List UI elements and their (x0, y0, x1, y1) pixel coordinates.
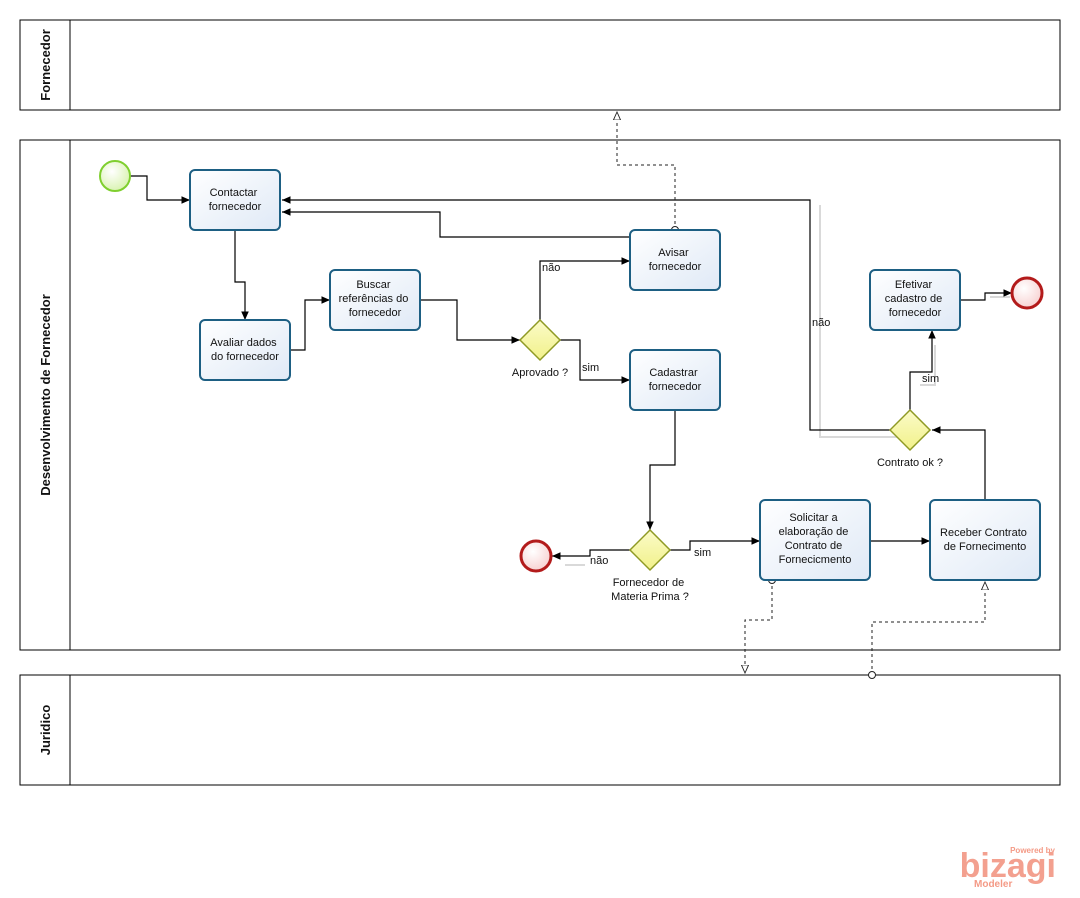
svg-text:Cadastrar fornecedor: Cadastrar fornecedor (649, 367, 702, 393)
svg-text:Solicitar a elaboração d: Solicitar a elaboração de Contrato de Fo… (779, 512, 852, 566)
task-buscar[interactable]: Buscar referências do fornecedor (329, 269, 421, 331)
sequence-flows (130, 175, 1012, 560)
label-nao-materia: não (590, 555, 608, 567)
message-solicitar-to-juridico (745, 580, 773, 673)
flow-aprovado-nao-to-avisar (539, 257, 630, 320)
gateway-aprovado[interactable]: Aprovado ? (512, 318, 568, 379)
flow-contactar-to-avaliar (234, 230, 249, 320)
bizagi-logo: Powered by bizagi Modeler (960, 846, 1056, 890)
label-sim-contrato: sim (922, 373, 939, 385)
flow-materia-sim-to-solicitar (670, 537, 760, 551)
task-efetivar[interactable]: Efetivar cadastro de fornecedor (869, 269, 961, 331)
svg-text:Avisar fornecedor: Avisar fornecedor (649, 247, 702, 273)
label-sim-aprovado: sim (582, 362, 599, 374)
message-juridico-to-receber (871, 582, 985, 675)
label-sim-materia: sim (694, 547, 711, 559)
flow-contrato-sim-to-efetivar (909, 330, 936, 410)
pool-title-desenvolvimento: Desenvolvimento de Fornecedor (38, 294, 53, 496)
flow-contrato-nao-to-contactar (282, 196, 890, 431)
flow-buscar-to-aprovado (420, 299, 520, 344)
flow-cadastrar-to-materia (646, 410, 676, 530)
task-cadastrar[interactable]: Cadastrar fornecedor (629, 349, 721, 411)
pool-fornecedor: Fornecedor (19, 19, 1061, 111)
pool-title-fornecedor: Fornecedor (38, 29, 53, 101)
task-receber[interactable]: Receber Contrato de Fornecimento (929, 499, 1041, 581)
connector-shadows (565, 205, 1010, 566)
end-event-nao-materia[interactable] (519, 539, 553, 573)
svg-text:Buscar referências do: Buscar referências do fornecedor (339, 279, 412, 319)
pool-desenvolvimento: Desenvolvimento de Fornecedor (19, 139, 1061, 651)
flow-avaliar-to-buscar (290, 296, 330, 351)
start-event[interactable] (99, 160, 131, 192)
gateway-contrato[interactable]: Contrato ok ? (877, 408, 943, 469)
svg-text:Modeler: Modeler (974, 879, 1012, 890)
flow-start-to-contactar (130, 175, 190, 204)
flow-materia-nao-to-end (552, 549, 630, 560)
end-event-efetivar[interactable] (1010, 276, 1044, 310)
svg-text:Powered by: Powered by (1010, 846, 1055, 855)
svg-text:Fornecedor de Materia Pr: Fornecedor de Materia Prima ? (611, 577, 689, 603)
task-solicitar[interactable]: Solicitar a elaboração de Contrato de Fo… (759, 499, 871, 581)
pool-juridico: Juridico (19, 674, 1061, 786)
svg-text:Aprovado ?: Aprovado ? (512, 367, 568, 379)
flow-receber-to-contrato (932, 426, 986, 500)
svg-text:Avaliar dados do fornece: Avaliar dados do fornecedor (210, 337, 280, 363)
label-nao-aprovado: não (542, 262, 560, 274)
svg-text:Efetivar cadastro de: Efetivar cadastro de fornecedor (885, 279, 946, 319)
flow-efetivar-to-end (960, 289, 1012, 301)
flow-avisar-to-contactar (282, 208, 630, 238)
svg-text:bizagi: bizagi (960, 847, 1056, 885)
task-avaliar[interactable]: Avaliar dados do fornecedor (199, 319, 291, 381)
gateway-materia[interactable]: Fornecedor de Materia Prima ? (611, 528, 689, 603)
task-contactar[interactable]: Contactar fornecedor (189, 169, 281, 231)
svg-text:Contrato ok ?: Contrato ok ? (877, 457, 943, 469)
label-nao-contrato: não (812, 317, 830, 329)
task-avisar[interactable]: Avisar fornecedor (629, 229, 721, 291)
pool-title-juridico: Juridico (38, 705, 53, 756)
svg-text:Receber Contrato de Forn: Receber Contrato de Fornecimento (940, 527, 1030, 553)
message-avisar-to-fornecedor (617, 112, 676, 230)
flow-aprovado-sim-to-cadastrar (560, 339, 630, 384)
svg-text:Contactar fornecedor: Contactar fornecedor (209, 187, 262, 213)
